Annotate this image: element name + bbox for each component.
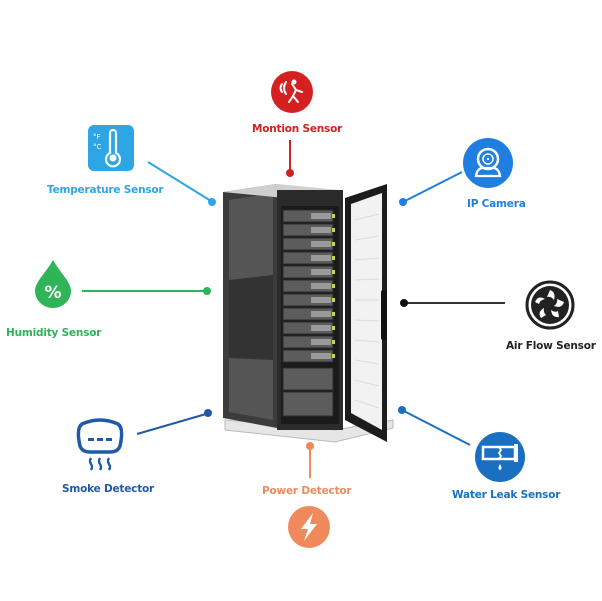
humidity-drop-icon: % [35, 260, 71, 308]
label-water-leak-sensor: Water Leak Sensor [452, 489, 561, 501]
svg-text:°C: °C [93, 143, 102, 151]
connector-motion [286, 140, 294, 177]
svg-text:%: % [44, 283, 61, 303]
server-rack-image [223, 184, 394, 443]
connector-temperature [147, 161, 216, 206]
connector-smoke [136, 409, 212, 435]
label-temperature-sensor: Temperature Sensor [47, 184, 164, 196]
connector-humidity [82, 287, 211, 295]
connector-camera [399, 171, 463, 206]
label-ip-camera: IP Camera [467, 198, 526, 210]
lightning-icon [288, 506, 330, 548]
label-smoke-detector: Smoke Detector [62, 483, 155, 495]
smoke-detector-icon [76, 418, 124, 471]
svg-text:°F: °F [93, 133, 101, 141]
label-motion-sensor: Montion Sensor [252, 123, 343, 135]
connector-power [306, 442, 314, 478]
fan-icon [525, 280, 575, 330]
label-air-flow-sensor: Air Flow Sensor [506, 340, 596, 352]
connector-water [398, 406, 471, 446]
thermometer-icon: °F °C [88, 125, 134, 171]
webcam-icon [463, 138, 513, 188]
motion-icon [271, 71, 313, 113]
connector-airflow [400, 299, 505, 307]
label-power-detector: Power Detector [262, 485, 352, 497]
label-humidity-sensor: Humidity Sensor [6, 327, 102, 339]
water-leak-icon [475, 432, 525, 482]
